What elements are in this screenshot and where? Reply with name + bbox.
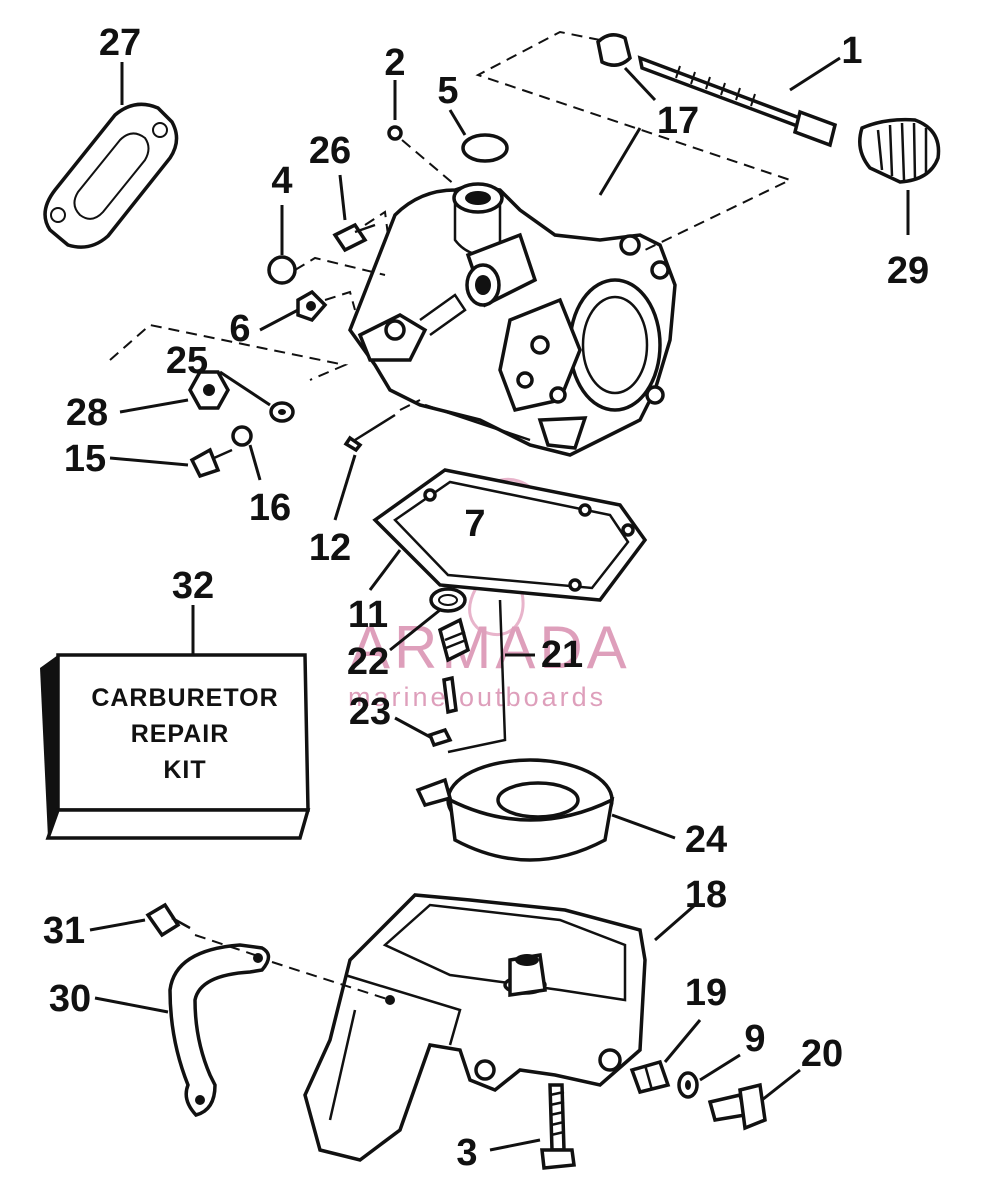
part-2-check-ball xyxy=(387,80,456,186)
part-4-plug xyxy=(267,205,386,285)
callout-23: 23 xyxy=(349,691,391,733)
part-25-washer xyxy=(219,370,295,423)
callout-6: 6 xyxy=(229,308,250,350)
callout-27: 27 xyxy=(99,22,141,64)
callout-labels: 27 2 5 1 17 26 4 29 6 25 28 15 16 7 12 3… xyxy=(43,22,929,1174)
callout-7: 7 xyxy=(464,503,485,545)
part-carburetor-body xyxy=(348,182,677,457)
part-21-float-pin xyxy=(447,599,535,754)
part-12-screw xyxy=(333,399,421,521)
part-3-screw xyxy=(489,1083,576,1170)
callout-30: 30 xyxy=(49,978,91,1020)
thread-marks xyxy=(675,65,756,107)
callout-3: 3 xyxy=(456,1132,477,1174)
part-31-screw xyxy=(89,902,191,938)
part-11-float-bowl-gasket xyxy=(368,468,648,602)
watermark-tagline: marine outboards xyxy=(348,682,606,712)
callout-22: 22 xyxy=(347,641,389,683)
kit-label-line2: REPAIR xyxy=(131,720,230,748)
part-29-knob xyxy=(858,117,941,235)
part-6-lockwasher xyxy=(259,289,356,332)
callout-12: 12 xyxy=(309,527,351,569)
callout-26: 26 xyxy=(309,130,351,172)
part-32-repair-kit: CARBURETOR REPAIR KIT xyxy=(40,605,311,840)
part-23-inlet-needle xyxy=(394,675,458,748)
callout-1: 1 xyxy=(841,30,862,72)
part-19-plug xyxy=(629,1019,702,1095)
callout-31: 31 xyxy=(43,910,85,952)
callout-21: 21 xyxy=(541,634,583,676)
callout-25: 25 xyxy=(166,340,208,382)
part-22-washer xyxy=(389,587,467,652)
callout-16: 16 xyxy=(249,487,291,529)
part-17-bushing xyxy=(475,30,793,251)
part-18-float-bowl xyxy=(303,893,696,1162)
part-5-welch-plug xyxy=(448,109,509,163)
part-needle-seat xyxy=(437,617,471,663)
part-26-screw xyxy=(332,174,389,253)
callout-9: 9 xyxy=(744,1018,765,1060)
part-20-drain-bolt xyxy=(707,1068,801,1131)
kit-label-line1: CARBURETOR xyxy=(91,684,278,712)
callout-29: 29 xyxy=(887,250,929,292)
part-9-washer xyxy=(677,1053,741,1099)
callout-11: 11 xyxy=(348,594,388,636)
callout-5: 5 xyxy=(437,70,458,112)
callout-28: 28 xyxy=(66,392,108,434)
callout-32: 32 xyxy=(172,565,214,607)
part-27-mounting-gasket xyxy=(43,62,179,249)
callout-24: 24 xyxy=(685,819,727,861)
part-28-nut xyxy=(109,323,349,414)
part-16-washer xyxy=(231,425,262,481)
part-24-float xyxy=(415,758,676,862)
callout-20: 20 xyxy=(801,1033,843,1075)
part-1-needle-valve xyxy=(637,55,841,148)
callout-19: 19 xyxy=(685,972,727,1014)
watermark-brand: ARMADA xyxy=(350,614,631,681)
callout-17: 17 xyxy=(657,100,699,142)
callout-15: 15 xyxy=(64,438,106,480)
part-30-clamp xyxy=(94,934,391,1117)
kit-label-line3: KIT xyxy=(163,756,206,784)
callout-4: 4 xyxy=(271,160,292,202)
callout-18: 18 xyxy=(685,874,727,916)
part-15-screw xyxy=(109,447,233,479)
callout-2: 2 xyxy=(384,42,405,84)
